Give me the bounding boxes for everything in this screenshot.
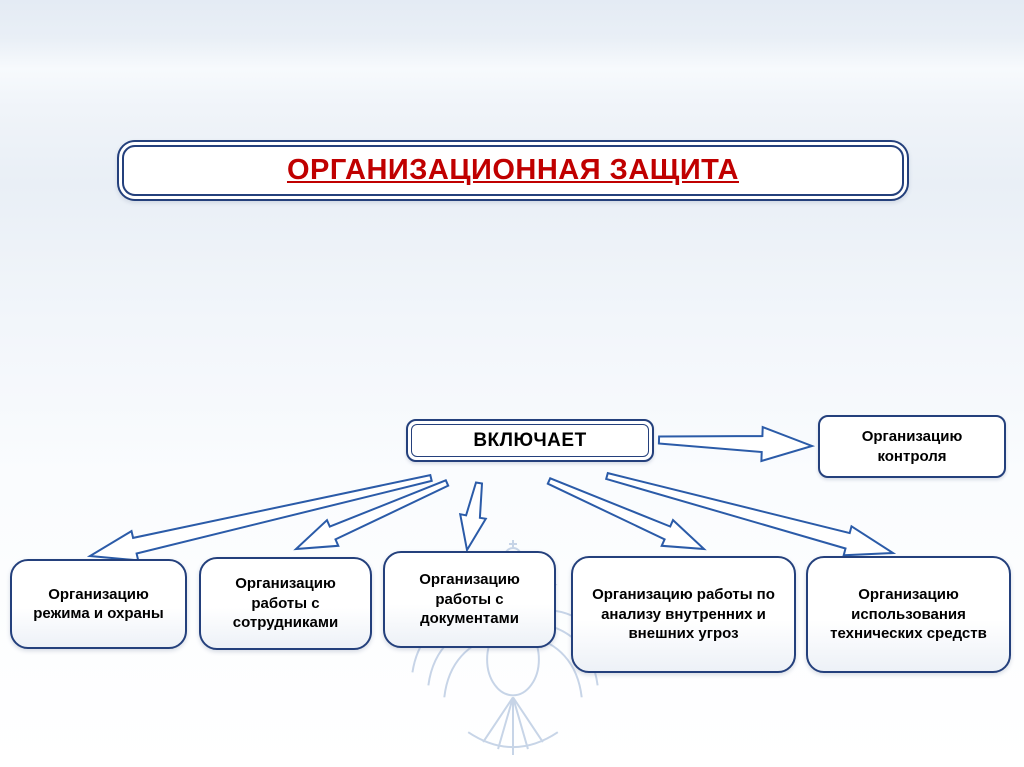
- node-regime-security: Организацию режима и охраны: [10, 559, 187, 649]
- node-threat-analysis: Организацию работы по анализу внутренних…: [571, 556, 796, 673]
- node-label: Организацию работы с сотрудниками: [232, 575, 339, 632]
- node-label: Организацию работы по анализу внутренних…: [592, 586, 775, 643]
- node-label: Организацию работы с документами: [419, 571, 520, 628]
- node-technical-means: Организацию использования технических ср…: [806, 556, 1011, 673]
- node-label: Организацию использования технических ср…: [830, 586, 987, 643]
- node-document-work: Организацию работы с документами: [383, 551, 556, 648]
- title-box-inner: ОРГАНИЗАЦИОННАЯ ЗАЩИТА: [122, 145, 904, 196]
- node-control: Организацию контроля: [818, 415, 1006, 478]
- includes-node-label: ВКЛЮЧАЕТ: [411, 424, 649, 457]
- node-staff-work: Организацию работы с сотрудниками: [199, 557, 372, 650]
- page-title: ОРГАНИЗАЦИОННАЯ ЗАЩИТА: [286, 154, 739, 186]
- node-label: Организацию режима и охраны: [33, 585, 164, 623]
- title-box: ОРГАНИЗАЦИОННАЯ ЗАЩИТА: [117, 140, 909, 201]
- includes-node: ВКЛЮЧАЕТ: [406, 419, 654, 462]
- node-control-label: Организацию контроля: [861, 428, 963, 465]
